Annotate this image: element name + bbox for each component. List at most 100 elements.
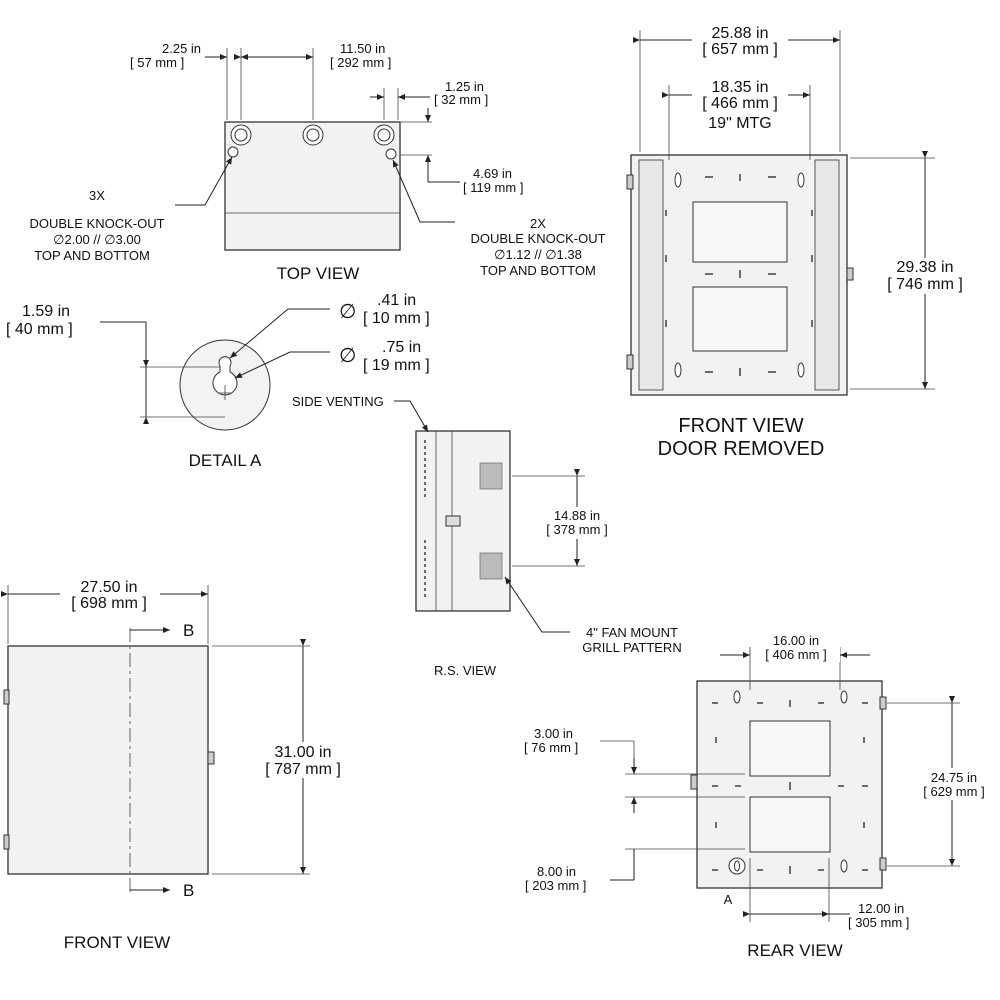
dim-label: [ 406 mm ] [765,647,826,662]
dim-label: 14.88 in [554,508,600,523]
dim-label: 1.59 in [22,303,70,320]
fan-grill [479,552,503,580]
cutout-upper [749,720,831,777]
note-text: ∅2.00 // ∅3.00 [53,232,141,247]
note-text: DOUBLE KNOCK-OUT [29,216,164,231]
section-label: B [183,881,194,900]
keyhole-slot [797,172,805,188]
latch [690,774,698,790]
cutout-lower [749,796,831,853]
keyhole-slot [797,362,805,378]
dim-label: [ 76 mm ] [524,740,578,755]
note-text: 4" FAN MOUNT [586,625,678,640]
view-title: FRONT VIEW [64,933,170,952]
view-title: FRONT VIEW [678,415,803,437]
view-title: REAR VIEW [747,941,842,960]
note-text: TOP AND BOTTOM [480,263,596,278]
dim-label: [ 305 mm ] [848,915,909,930]
dim-label: 12.00 in [858,901,904,916]
latch [846,267,854,281]
keyhole-slot [840,859,848,873]
view-title: TOP VIEW [277,264,360,283]
keyhole-slot [840,690,848,704]
hinge [879,696,887,710]
keyhole-slot [674,172,682,188]
note-text: 2X [530,216,546,231]
view-title: R.S. VIEW [434,663,497,678]
dim-label: [ 32 mm ] [434,92,488,107]
diameter-symbol: ∅ [339,345,356,367]
side-panel [415,430,511,612]
knockout-hole-inner [234,128,248,142]
fan-grill [479,462,503,490]
view-title: DETAIL A [189,451,262,470]
note-text: GRILL PATTERN [582,640,681,655]
detail-a: 1.59 in [ 40 mm ] ∅ .41 in [ 10 mm ] ∅ .… [6,292,430,470]
dim-label: 24.75 in [931,770,977,785]
dim-label: [ 378 mm ] [546,522,607,537]
note-text: SIDE VENTING [292,394,384,409]
dim-label: .41 in [377,292,416,309]
hinge [626,174,634,190]
panel-marks [665,174,813,376]
dim-label: [ 787 mm ] [265,761,341,778]
dim-label: [ 698 mm ] [71,595,147,612]
dim-label: [ 119 mm ] [463,180,523,195]
dim-label: 19" MTG [708,115,771,132]
dim-label: [ 292 mm ] [330,55,391,70]
section-label: B [183,621,194,640]
note-text: TOP AND BOTTOM [34,248,150,263]
hinge [626,354,634,370]
top-view: 2.25 in [ 57 mm ] 11.50 in [ 292 mm ] 1.… [29,41,605,283]
note-text: ∅1.12 // ∅1.38 [494,247,582,262]
keyhole-slot [674,362,682,378]
dim-label: [ 746 mm ] [887,276,963,293]
dim-label: [ 19 mm ] [363,357,430,374]
cabinet-door [7,645,209,875]
dim-label: [ 466 mm ] [702,95,778,112]
hinge [879,857,887,871]
detail-reference: A [724,892,733,907]
dim-label: [ 40 mm ] [6,321,73,338]
cutout-lower [692,286,788,352]
dim-label: [ 57 mm ] [130,55,184,70]
dim-label: 2.25 in [162,41,201,56]
diameter-symbol: ∅ [339,301,356,323]
dim-label: [ 629 mm ] [923,784,984,799]
right-rail [814,159,840,391]
hinge [3,834,10,850]
knockout-hole-inner [377,128,391,142]
rs-view: 14.88 in [ 378 mm ] SIDE VENTING 4" FAN … [292,394,682,678]
latch [207,751,215,765]
front-view-door-removed: 25.88 in [ 657 mm ] 18.35 in [ 466 mm ] … [626,24,978,460]
dim-label: 4.69 in [473,166,512,181]
front-view: 27.50 in [ 698 mm ] 31.00 in [ 787 mm ] … [1,578,355,952]
dim-label: 8.00 in [537,864,576,879]
rear-view: 16.00 in [ 406 mm ] 3.00 in [ 76 mm ] 8.… [524,632,996,960]
latch [445,515,461,527]
keyhole-slot [733,690,741,704]
knockout-hole-inner [306,128,320,142]
small-knockout-hole [227,146,239,158]
hinge [3,689,10,705]
cutout-upper [692,201,788,263]
dim-label: 11.50 in [340,41,385,56]
dim-label: 3.00 in [534,726,573,741]
dim-label: [ 657 mm ] [702,41,778,58]
dim-label: [ 203 mm ] [525,878,586,893]
note-text: DOUBLE KNOCK-OUT [470,231,605,246]
view-title: DOOR REMOVED [658,438,825,460]
dim-label: 18.35 in [712,79,769,96]
dim-label: 27.50 in [81,579,138,596]
keyhole-slot [212,356,238,396]
note-text: 3X [89,188,105,203]
dim-label: 31.00 in [275,744,332,761]
left-rail [638,159,664,391]
dim-label: [ 10 mm ] [363,310,430,327]
dim-label: 1.25 in [445,79,484,94]
dim-label: 29.38 in [897,259,954,276]
cabinet-body [630,154,848,396]
small-knockout-hole [385,148,397,160]
dim-label: 25.88 in [712,25,769,42]
